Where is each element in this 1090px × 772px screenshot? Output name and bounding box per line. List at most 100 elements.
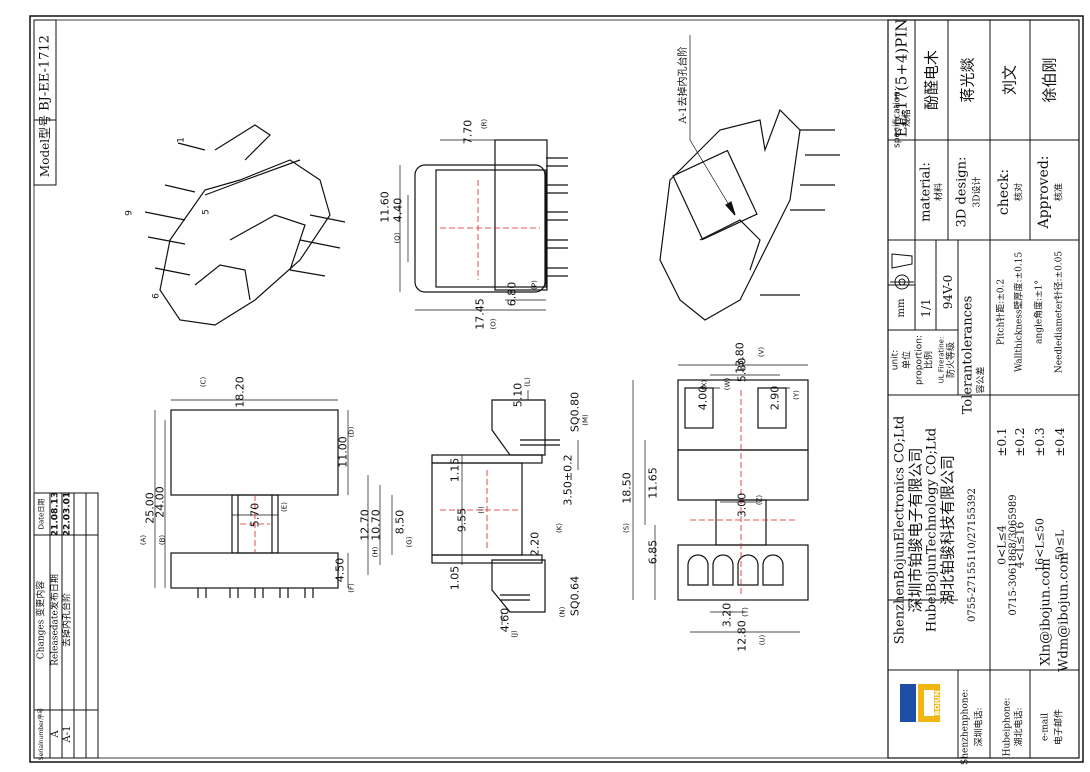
tol-value: ±0.4: [1053, 427, 1067, 457]
changes-header-serial: Serialnumber序号: [38, 707, 45, 761]
approved-label: Approved:: [1036, 155, 1052, 229]
inner-border: [33, 19, 1080, 759]
ref-D: (D): [347, 426, 356, 438]
design-label: 3D design:: [954, 156, 970, 228]
dim-Q: 11.60: [378, 191, 392, 223]
dim-O: 17.45: [473, 298, 487, 330]
dim-side-top: 1.15: [448, 457, 462, 483]
contact-email: Xln@ibojun.com: [1038, 558, 1054, 666]
material-label: material:: [918, 162, 934, 222]
dim-W: 5.80: [735, 357, 749, 383]
dim-L: 5.10: [511, 382, 525, 408]
changes-header-date: Date日期: [37, 498, 46, 530]
spec-value: EE-17(5+4)PIN: [892, 18, 911, 138]
ref-Y: (Y): [792, 390, 801, 400]
dim-D: 11.00: [336, 436, 350, 468]
pin-number-label: 5: [201, 209, 212, 215]
tol-range: 0<L≤4: [995, 525, 1009, 565]
contact-label: Hubeiphone:: [1002, 697, 1013, 757]
dim-S1: 11.65: [646, 467, 660, 499]
logo-text: BOJUN: [933, 690, 942, 716]
ref-I: (I): [477, 506, 486, 514]
company-name-en: HubeiBojunTechnology CO;Ltd: [924, 427, 940, 633]
material-value: 酚醛电木: [922, 49, 941, 111]
company-name-cn: 深圳市铂骏电子有限公司: [906, 447, 925, 613]
unit-value: mm: [896, 298, 907, 318]
ref-G: (G): [405, 536, 414, 548]
design-value: 蒋光燚: [958, 57, 977, 103]
title-block-border: [887, 19, 1080, 759]
unit-label-cn: 单位: [902, 350, 913, 370]
dim-B: 24.00: [153, 486, 167, 518]
dim-C: 18.20: [233, 376, 247, 408]
ref-W: (W): [723, 377, 732, 391]
ref-S: (S): [622, 523, 631, 533]
dim-F: 4.50: [333, 557, 347, 583]
check-label-cn: 核对: [1014, 182, 1025, 202]
iso-view-right: [659, 35, 840, 321]
dim-Q2: 4.40: [391, 197, 405, 223]
change-row-date: 22.03.01: [62, 491, 73, 537]
dim-N: SQ0.64: [568, 575, 582, 617]
dim-S: 18.50: [620, 472, 634, 504]
ref-M: (M): [581, 414, 590, 426]
ref-K: (K): [555, 522, 564, 534]
ref-N: (N): [558, 606, 567, 618]
tolerances-title: Tolerantolerances: [960, 295, 976, 415]
approved-label-cn: 核准: [1054, 182, 1065, 202]
tol-value: ±0.3: [1033, 427, 1047, 457]
proportion-label: proportion:: [914, 335, 925, 385]
material-label-cn: 材料: [934, 182, 945, 202]
design-label-cn: 3D设计: [972, 176, 983, 208]
dim-side-bottom: 1.05: [448, 565, 462, 591]
company-name-en: ShenzhenBojunElectronics CO;Ltd: [892, 415, 908, 645]
ref-L: (L): [523, 377, 532, 387]
dim-M: SQ0.80: [568, 391, 582, 433]
model-box: [33, 19, 57, 186]
fire-value: 94V-0: [941, 274, 955, 310]
ref-X: (X): [700, 379, 709, 391]
contact-value: 0755-27155110/27155392: [967, 488, 978, 622]
outer-border: [29, 15, 1084, 763]
dim-I: 9.55: [455, 507, 469, 533]
ref-H: (H): [371, 546, 380, 558]
change-row-content: Releasedate发布日期: [50, 574, 61, 666]
spec-tolerance: angle角度:±1°: [1034, 280, 1045, 344]
dim-K: 2.20: [528, 531, 542, 557]
ref-F: (F): [347, 583, 356, 593]
side-view: [367, 390, 579, 625]
bottom-view: [632, 364, 809, 633]
change-row-serial: A-1: [62, 725, 73, 743]
dim-U: 12.80: [735, 620, 749, 652]
check-value: 刘文: [1000, 64, 1019, 96]
spec-tolerance: Pitch针距:±0.2: [996, 278, 1007, 346]
top-view: [399, 139, 568, 311]
fire-label-cn: 防火等级: [946, 341, 957, 379]
contact-label: e-mail: [1040, 712, 1051, 742]
pin-number-label: 1: [176, 137, 187, 143]
fire-label: UL Fireratine:: [937, 336, 946, 384]
ref-J: (J): [510, 630, 519, 638]
front-view: [154, 399, 349, 598]
ref-T: (T): [741, 607, 750, 617]
unit-label: unit:: [890, 349, 901, 371]
dim-J: 4.60: [498, 607, 512, 633]
ref-U: (U): [758, 634, 767, 646]
change-table-border: [33, 492, 99, 759]
dim-R: 7.70: [461, 119, 475, 145]
change-row-serial: A: [50, 730, 61, 738]
dim-Y: 2.90: [768, 385, 782, 411]
annotation-note: A-1去掉内孔台阶: [678, 46, 689, 124]
model-label: Model型号: [38, 114, 52, 178]
dim-G: 8.50: [393, 509, 407, 535]
spec-tolerance: Needlediameter针径:±0.05: [1054, 250, 1065, 374]
dim-E: 5.70: [248, 502, 262, 528]
model-number: BJ-EE-1712: [37, 35, 53, 111]
contact-label: Shenzhenphone:: [960, 689, 971, 765]
contact-value: 0715-3061868/3065989: [1008, 494, 1019, 616]
dim-P: 6.80: [505, 281, 519, 307]
ref-Z: (Z): [755, 494, 764, 506]
contact-label-cn: 湖北电话:: [1014, 707, 1025, 747]
